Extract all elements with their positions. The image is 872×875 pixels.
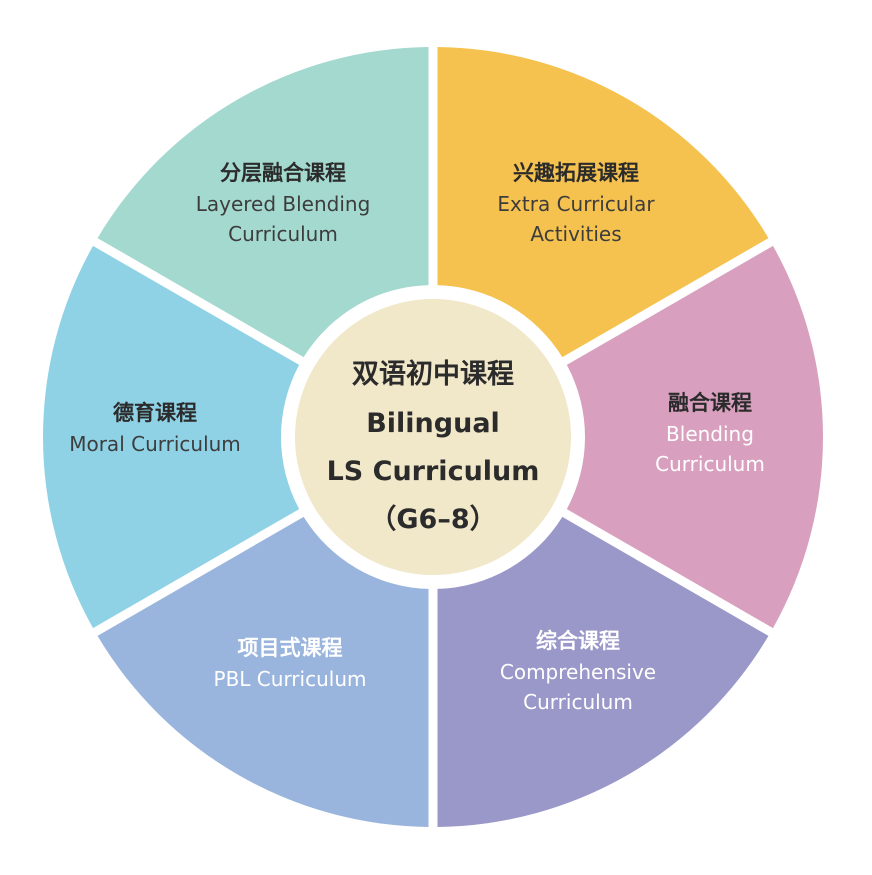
segment-layered <box>97 47 429 358</box>
segment-blending-subtitle-line: Curriculum <box>655 452 765 476</box>
center-label: 双语初中课程 Bilingual LS Curriculum （G6–8） <box>327 359 540 535</box>
segment-pbl <box>97 516 429 827</box>
segment-extra-subtitle-line: Activities <box>530 222 621 246</box>
segment-moral-subtitle-line: Moral Curriculum <box>69 432 241 456</box>
segment-layered-title: 分层融合课程 <box>220 161 346 185</box>
segment-pbl-title: 项目式课程 <box>238 636 343 660</box>
segment-extra <box>437 47 769 358</box>
center-title-en-line2: LS Curriculum <box>327 456 540 487</box>
segment-moral <box>42 245 300 629</box>
segment-comprehensive <box>437 516 769 827</box>
center-title-cn: 双语初中课程 <box>352 359 514 390</box>
segment-layered-subtitle-line: Curriculum <box>228 222 338 246</box>
segment-pbl-subtitle-line: PBL Curriculum <box>214 667 367 691</box>
segment-blending-title: 融合课程 <box>668 391 752 415</box>
segment-blending-subtitle-line: Blending <box>666 422 754 446</box>
center-disc <box>295 299 571 575</box>
segment-comprehensive-title: 综合课程 <box>536 629 620 653</box>
segment-comprehensive-subtitle-line: Comprehensive <box>500 660 656 684</box>
segment-extra-subtitle-line: Extra Curricular <box>497 192 655 216</box>
segment-extra-title: 兴趣拓展课程 <box>513 161 639 185</box>
segment-layered-subtitle-line: Layered Blending <box>196 192 371 216</box>
center-grades: （G6–8） <box>369 504 496 535</box>
segment-comprehensive-subtitle-line: Curriculum <box>523 690 633 714</box>
center-title-en-line1: Bilingual <box>366 408 500 439</box>
segment-blending <box>566 245 823 629</box>
segment-moral-title: 德育课程 <box>113 401 197 425</box>
